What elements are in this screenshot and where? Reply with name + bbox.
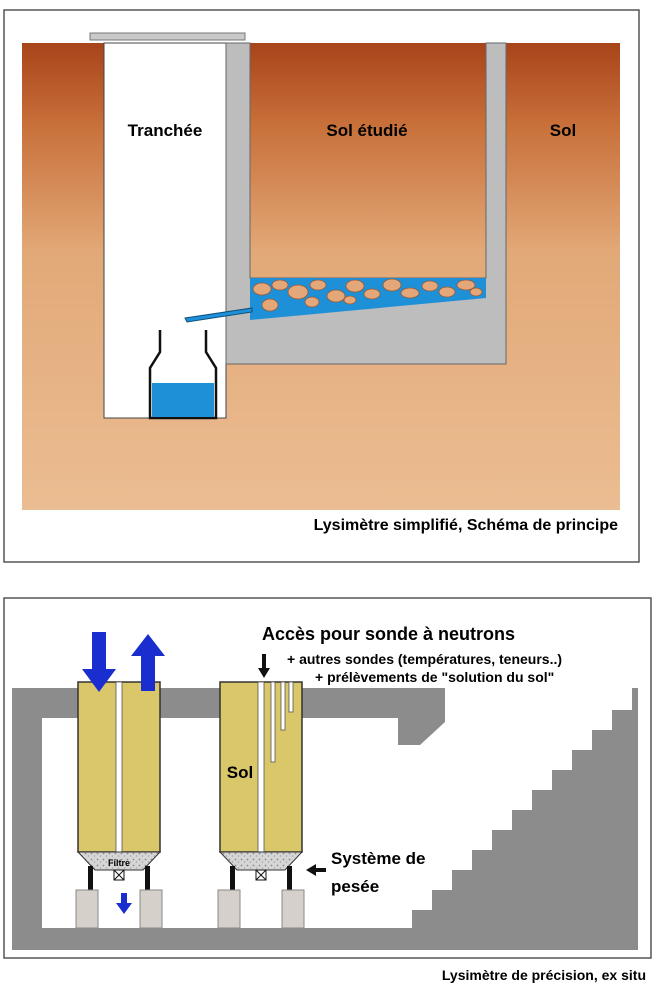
leg-left-2	[145, 866, 150, 890]
leg-left-1	[88, 866, 93, 890]
leg-right-2	[287, 866, 292, 890]
label-studied-soil: Sol étudié	[326, 121, 407, 140]
probe-tube-1	[270, 681, 276, 763]
collected-water	[152, 383, 214, 417]
column-right: Sol	[217, 681, 305, 929]
figure-2-precision-lysimeter: Filtre Sol Accès pour sonde à ne	[3, 597, 652, 983]
filter-cone-right	[218, 851, 304, 871]
pointer-neutron-access	[258, 654, 270, 678]
drain-pipe	[184, 307, 253, 323]
access-tube-left	[115, 681, 123, 853]
label-trench: Tranchée	[128, 121, 203, 140]
label-sampling: + prélèvements de "solution du sol"	[315, 669, 554, 685]
arrow-down-input	[82, 632, 116, 692]
load-cell-left-2	[139, 889, 163, 929]
label-other-probes: + autres sondes (températures, teneurs..…	[287, 651, 562, 667]
probe-tube-3	[288, 681, 294, 713]
label-neutron-access: Accès pour sonde à neutrons	[262, 624, 515, 644]
label-weighing-2: pesée	[331, 877, 379, 896]
probe-tube-2	[280, 681, 286, 731]
figure-1-simplified-lysimeter: Tranchée Sol étudié Sol Lysimètre simpli…	[3, 9, 640, 563]
pointer-weighing	[306, 864, 326, 876]
filter-cone-left	[76, 851, 162, 871]
neutron-access-tube	[257, 681, 265, 853]
figure-2-caption: Lysimètre de précision, ex situ	[442, 967, 646, 983]
chamber-walls	[12, 688, 638, 950]
arrow-drainage	[116, 893, 132, 914]
load-cell-left-1	[75, 889, 99, 929]
column-left: Filtre	[75, 632, 165, 929]
label-weighing-1: Système de	[331, 849, 426, 868]
load-cell-right-2	[281, 889, 305, 929]
label-filter: Filtre	[108, 858, 130, 868]
trench-cover	[89, 32, 246, 41]
arrow-up-output	[131, 634, 165, 691]
figure-1-caption: Lysimètre simplifié, Schéma de principe	[314, 517, 619, 534]
label-soil: Sol	[550, 121, 576, 140]
gravel-layer	[252, 278, 483, 312]
label-soil-column: Sol	[227, 763, 253, 782]
leg-right-1	[230, 866, 235, 890]
load-cell-right-1	[217, 889, 241, 929]
